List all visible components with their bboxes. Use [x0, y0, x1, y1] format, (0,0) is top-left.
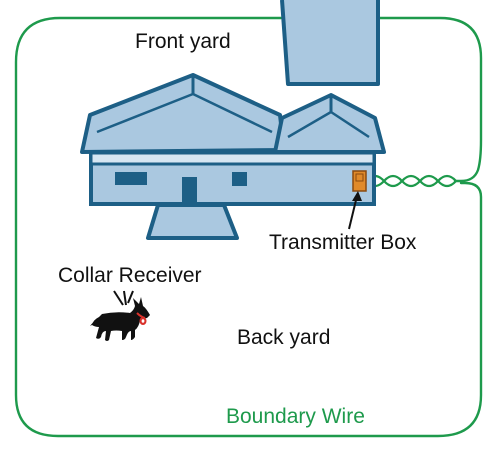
driveway — [280, 0, 380, 86]
transmitter-box-label: Transmitter Box — [269, 231, 417, 254]
walkway — [146, 203, 239, 240]
dog-icon — [90, 297, 150, 341]
front-door — [182, 177, 197, 204]
boundary-wire — [14, 16, 483, 438]
window-right — [232, 172, 247, 186]
boundary-wire-label: Boundary Wire — [226, 405, 365, 428]
window-left — [115, 172, 147, 185]
transmitter-box-icon — [352, 170, 367, 192]
collar-receiver-label: Collar Receiver — [58, 264, 202, 287]
collar-receiver-icon — [136, 312, 147, 325]
twisted-lead-wire — [365, 174, 457, 188]
collar-pointer — [113, 290, 134, 306]
house — [80, 73, 386, 206]
house-roof-left — [80, 73, 286, 154]
front-yard-label: Front yard — [135, 30, 231, 53]
back-yard-label: Back yard — [237, 326, 331, 349]
transmitter-arrow — [348, 191, 362, 230]
